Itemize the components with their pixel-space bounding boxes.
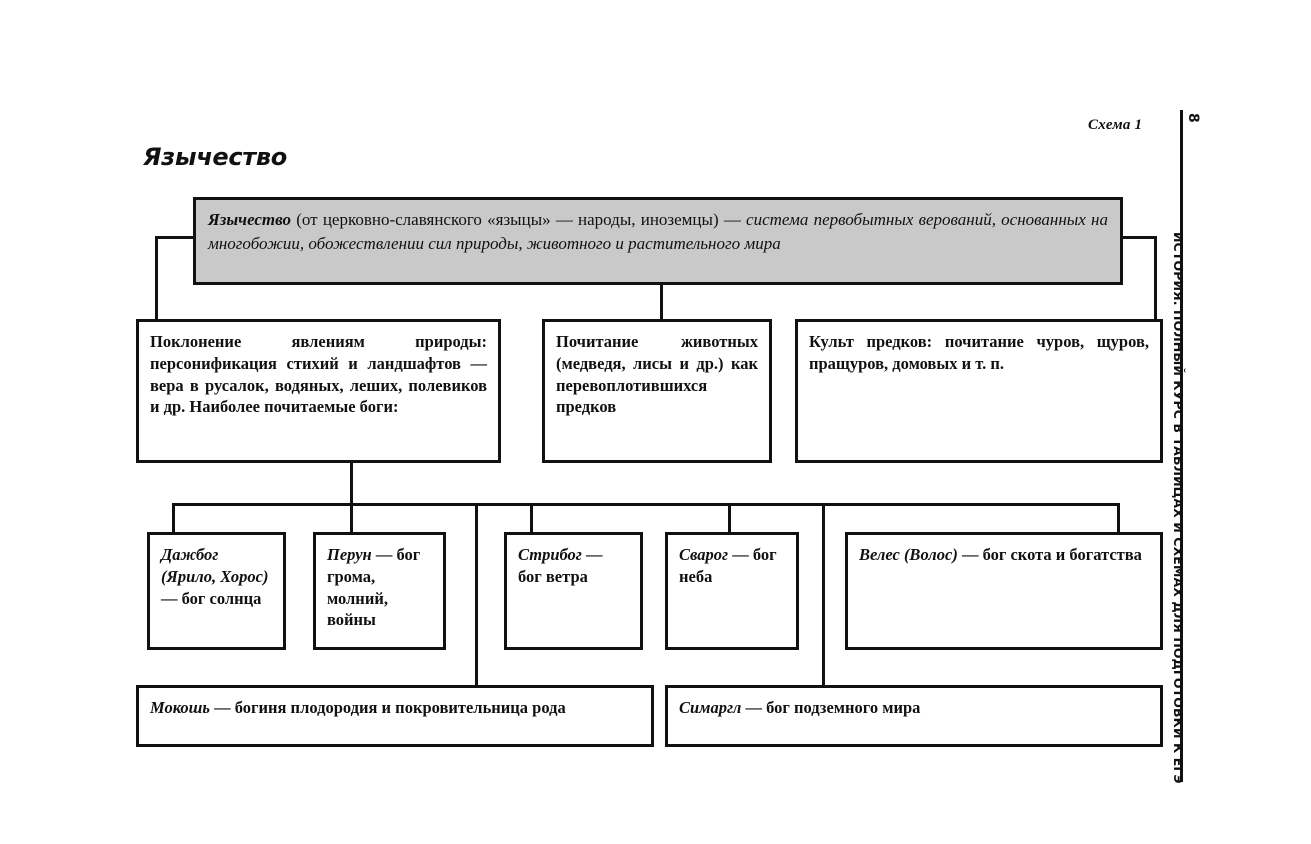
- god-name: Сварог: [679, 545, 729, 564]
- god-box-svarog: Сварог — бог неба: [665, 532, 799, 650]
- god-name: Велес (Волос): [859, 545, 958, 564]
- branch-text: Культ предков: почитание чуров, щуров, п…: [809, 332, 1149, 373]
- god-box-dazhbog: Дажбог (Ярило, Хорос) — бог солнца: [147, 532, 286, 650]
- definition-box: Язычество (от церковно-славянского «языц…: [193, 197, 1123, 285]
- branch-text: Почитание животных (медведя, лисы и др.)…: [556, 332, 758, 417]
- connector-bus-to-mokosh: [475, 503, 478, 685]
- god-desc: — бог скота и богатства: [957, 545, 1142, 564]
- god-desc: — бог солнца: [161, 588, 262, 608]
- scheme-label: Схема 1: [1088, 117, 1143, 133]
- branch-box-nature-worship: Поклонение явлениям природы: персонифика…: [136, 319, 501, 463]
- god-name: Перун: [327, 545, 372, 564]
- god-desc: — бог подземного мира: [741, 698, 921, 717]
- page-number: 8: [1185, 113, 1201, 123]
- connector-definition-center-vertical: [660, 285, 663, 321]
- connector-branch-to-bus-vertical: [350, 463, 353, 506]
- definition-body-italic: система первобытных верований, основанны…: [208, 210, 1108, 254]
- connector-bus-to-simargl: [822, 503, 825, 685]
- branch-box-ancestor-cult: Культ предков: почитание чуров, щуров, п…: [795, 319, 1163, 463]
- definition-term: Язычество: [208, 210, 292, 229]
- connector-definition-right-horizontal: [1117, 236, 1157, 239]
- god-box-mokosh: Мокошь — богиня плодородия и покровитель…: [136, 685, 654, 747]
- gods-distribution-bus: [172, 503, 1120, 506]
- god-name: Стрибог: [518, 545, 582, 564]
- god-box-stribog: Стрибог — бог ветра: [504, 532, 643, 650]
- branch-text: Поклонение явлениям природы: персонифика…: [150, 332, 487, 417]
- connector-bus-to-veles: [1117, 503, 1120, 534]
- god-desc: — богиня плодородия и покровительница ро…: [209, 698, 566, 717]
- god-desc: — бог неба: [679, 545, 777, 586]
- connector-bus-to-svarog: [728, 503, 731, 534]
- connector-definition-left-vertical: [155, 236, 158, 321]
- god-desc: — бог ветра: [518, 545, 603, 586]
- god-box-simargl: Симаргл — бог подземного мира: [665, 685, 1163, 747]
- connector-definition-left-horizontal: [155, 236, 195, 239]
- running-head: ИСТОРИЯ. ПОЛНЫЙ КУРС В ТАБЛИЦАХ И СХЕМАХ…: [1171, 232, 1186, 784]
- branch-box-animal-veneration: Почитание животных (медведя, лисы и др.)…: [542, 319, 772, 463]
- page-title: Язычество: [143, 143, 287, 171]
- sidebar-rule: [1180, 110, 1183, 782]
- god-name: Мокошь: [150, 698, 210, 717]
- god-desc: — бог грома, молний, войны: [327, 545, 421, 630]
- definition-body: (от церковно-славянского «языцы» — народ…: [291, 210, 747, 229]
- god-name: Симаргл: [679, 698, 742, 717]
- god-name: Дажбог (Ярило, Хорос): [161, 545, 269, 586]
- connector-bus-to-perun: [350, 503, 353, 534]
- god-box-veles: Велес (Волос) — бог скота и богатства: [845, 532, 1163, 650]
- connector-bus-to-stribog: [530, 503, 533, 534]
- connector-bus-to-dazhbog: [172, 503, 175, 534]
- connector-definition-right-vertical: [1154, 236, 1157, 321]
- god-box-perun: Перун — бог грома, молний, войны: [313, 532, 446, 650]
